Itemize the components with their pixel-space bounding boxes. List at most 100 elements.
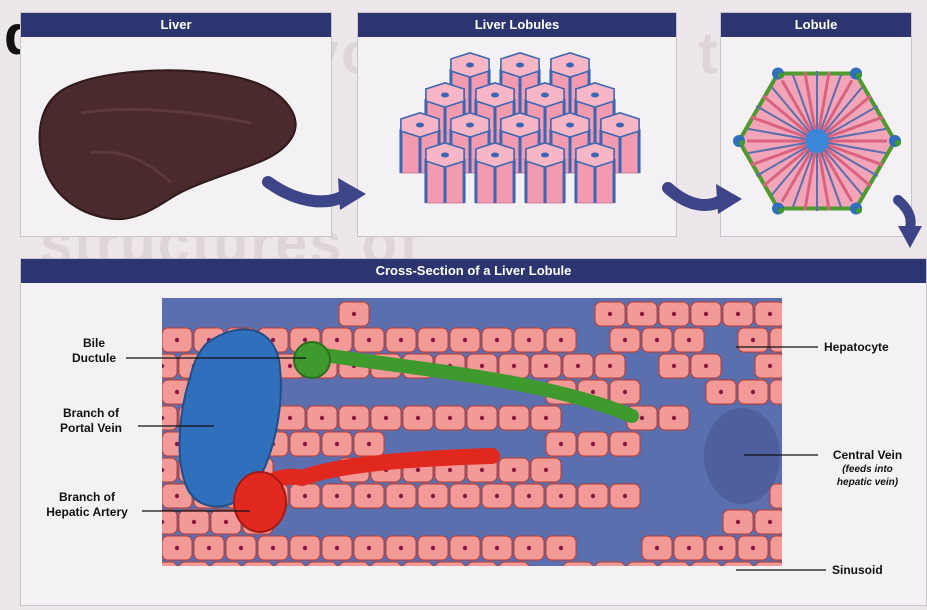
cell-nucleus [512, 364, 516, 368]
cell-nucleus [416, 468, 420, 472]
cell-nucleus [335, 494, 339, 498]
cell-nucleus [416, 416, 420, 420]
hepatocyte-cell [610, 380, 640, 404]
hepatocyte-cell [546, 484, 576, 508]
central-vein-dot [466, 63, 474, 68]
hepatocyte-cell [531, 458, 561, 482]
hepatocyte-cell [595, 354, 625, 378]
cell-nucleus [719, 390, 723, 394]
bile-duct-dot [778, 72, 784, 78]
sinusoid-label: Sinusoid [832, 563, 883, 578]
central-vein-dot [491, 153, 499, 158]
cell-nucleus [480, 468, 484, 472]
cell-nucleus [527, 494, 531, 498]
hepatocyte-cell [386, 484, 416, 508]
cell-nucleus [495, 494, 499, 498]
hepatocyte-cell [179, 510, 209, 534]
cell-nucleus [719, 546, 723, 550]
hepatocyte-cell [418, 536, 448, 560]
cell-nucleus [495, 546, 499, 550]
cell-nucleus [736, 520, 740, 524]
hepatocyte-cell [467, 406, 497, 430]
bile-ductule-label: Bile Ductule [62, 336, 126, 366]
portal-triad-stripe [424, 159, 427, 203]
central-vein-dot [441, 153, 449, 158]
central-vein [805, 129, 829, 153]
cell-nucleus [384, 416, 388, 420]
hepatocyte-cell [531, 406, 561, 430]
lobule-column [424, 143, 465, 203]
cell-nucleus [768, 364, 772, 368]
hepatocyte-cell [482, 484, 512, 508]
cell-nucleus [623, 338, 627, 342]
central-vein-dot [541, 153, 549, 158]
hepatocyte-cell [723, 302, 753, 326]
hepatocyte-cell [226, 536, 256, 560]
cell-nucleus [352, 312, 356, 316]
hepatocyte-cell [578, 432, 608, 456]
cell-nucleus [399, 494, 403, 498]
portal-triad-stripe [399, 129, 402, 173]
label-line: Branch of [44, 406, 138, 421]
hepatocyte-cell [578, 484, 608, 508]
hepatocyte-cell [755, 302, 785, 326]
cell-nucleus [367, 494, 371, 498]
cell-nucleus [591, 390, 595, 394]
hepatocyte-cell [354, 328, 384, 352]
cell-nucleus [687, 546, 691, 550]
label-line: Portal Vein [44, 421, 138, 436]
cell-nucleus [303, 546, 307, 550]
hepatocyte-cell [674, 328, 704, 352]
hepatocyte-cell [354, 484, 384, 508]
hepatocyte-cell [322, 484, 352, 508]
portal-triad-stripe [524, 159, 527, 203]
cell-nucleus [591, 494, 595, 498]
lobule-column [524, 143, 565, 203]
cell-nucleus [463, 546, 467, 550]
cell-nucleus [335, 338, 339, 342]
cell-nucleus [175, 494, 179, 498]
cell-nucleus [736, 312, 740, 316]
cell-nucleus [527, 338, 531, 342]
hepatocyte-cell [403, 406, 433, 430]
portal-vein-label: Branch of Portal Vein [44, 406, 138, 436]
hepatocyte-cell [499, 458, 529, 482]
portal-triad-stripe [638, 129, 641, 173]
hepatocyte-cell [706, 536, 736, 560]
central-vein-dot [516, 63, 524, 68]
hepatocyte-cell [322, 432, 352, 456]
cross-section-panel-title: Cross-Section of a Liver Lobule [21, 259, 926, 283]
portal-triad-stripe [574, 159, 577, 203]
lobule-column [574, 143, 615, 203]
cell-nucleus [399, 338, 403, 342]
cell-nucleus [320, 416, 324, 420]
hepatocyte-cell [514, 536, 544, 560]
hepatocyte-cell [450, 484, 480, 508]
hepatocyte-cell [322, 536, 352, 560]
portal-triad-stripe [463, 159, 466, 203]
hepatocyte-cell [386, 536, 416, 560]
hepatocyte-cell [290, 484, 320, 508]
liver-lobules-panel: Liver Lobules [357, 12, 677, 237]
cell-nucleus [655, 546, 659, 550]
hepatocyte-cell [162, 536, 192, 560]
hepatocyte-cell [418, 484, 448, 508]
hepatocyte-cell [610, 484, 640, 508]
hepatocyte-cell [755, 510, 785, 534]
cell-nucleus [527, 546, 531, 550]
central-vein-dot [441, 93, 449, 98]
portal-triad-stripe [563, 159, 566, 203]
hepatocyte-cell [738, 536, 768, 560]
cell-nucleus [175, 546, 179, 550]
hepatocyte-cell [258, 536, 288, 560]
hepatocyte-cell [371, 406, 401, 430]
liver-panel: Liver [20, 12, 332, 237]
cell-nucleus [768, 520, 772, 524]
cell-nucleus [367, 338, 371, 342]
cell-nucleus [431, 338, 435, 342]
cell-nucleus [608, 364, 612, 368]
hepatocyte-cell [642, 328, 672, 352]
hepatocyte-cell [514, 484, 544, 508]
hepatocyte-cell [194, 536, 224, 560]
cell-nucleus [367, 546, 371, 550]
